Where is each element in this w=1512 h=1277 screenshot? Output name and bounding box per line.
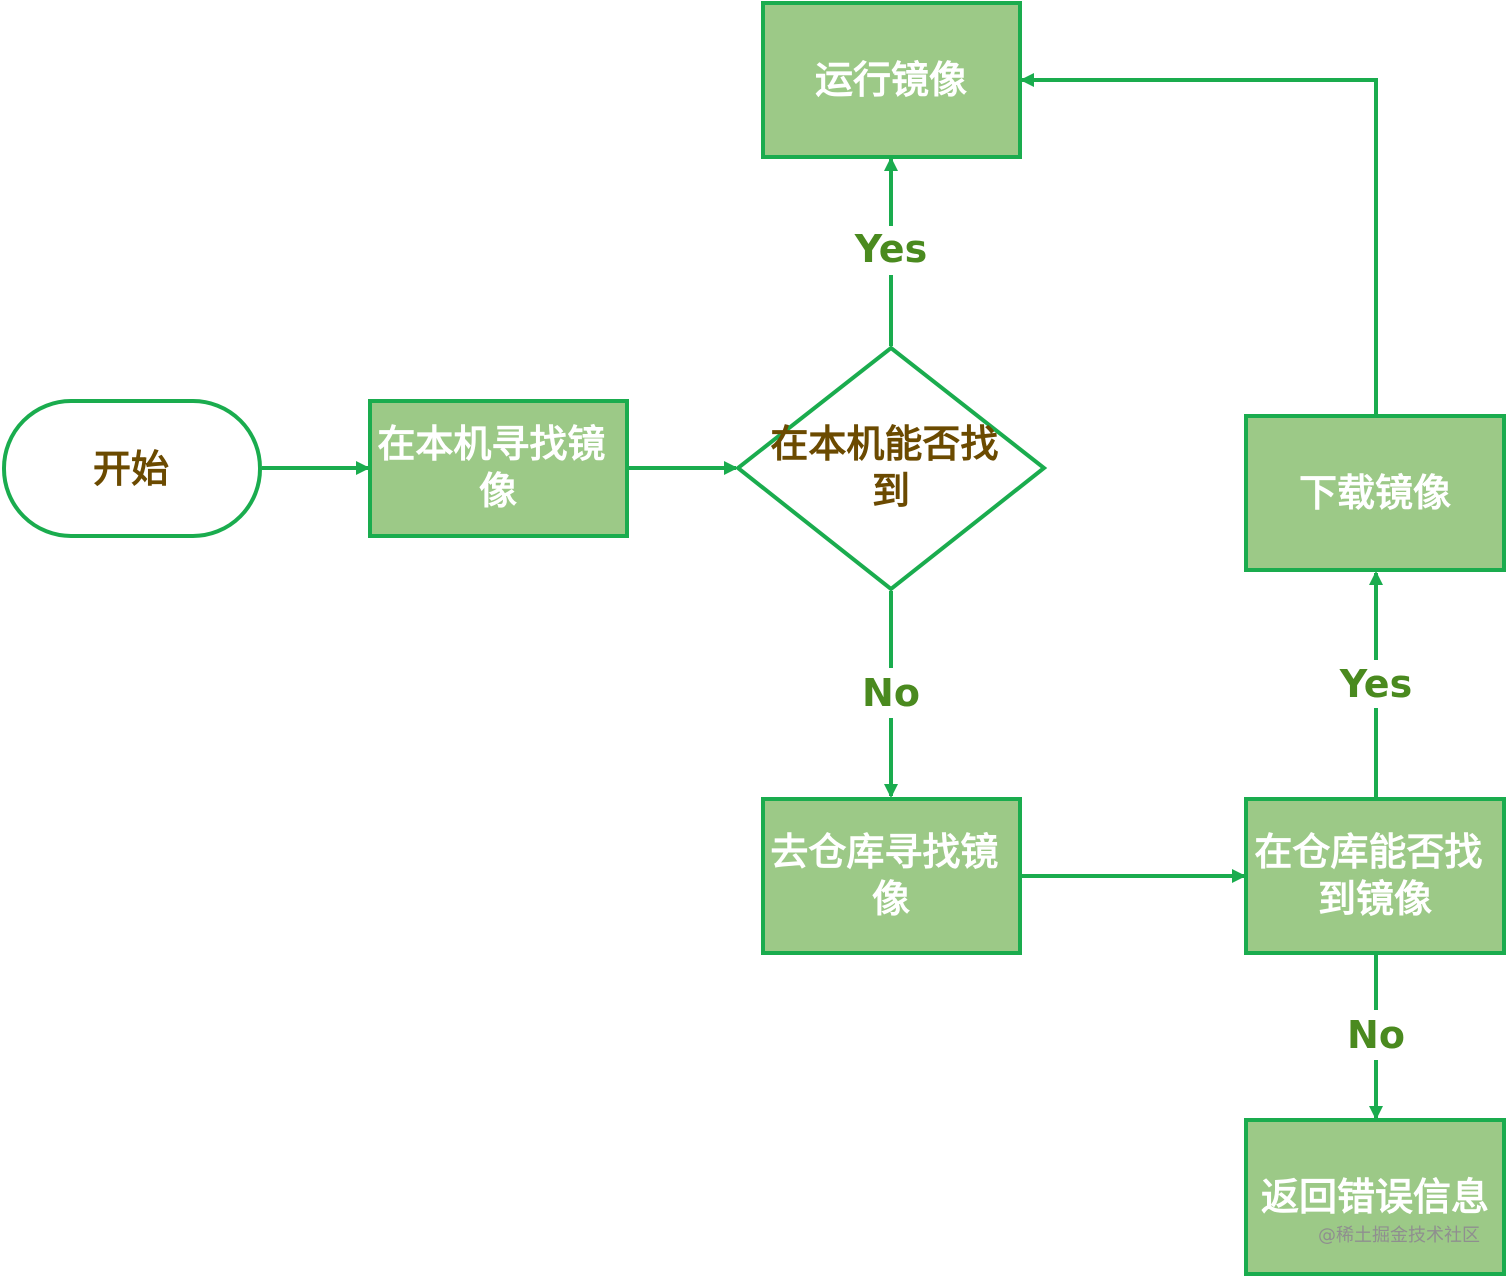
start-node: 开始 xyxy=(2,399,262,538)
edge-label-repo-yes: Yes xyxy=(1339,662,1412,706)
found-local-decision-line-2: 到 xyxy=(872,469,910,513)
found-repo-node-label: 在仓库能否找 到镜像 xyxy=(1254,830,1495,921)
run-image-node-shape xyxy=(761,1,1022,159)
search-local-node-label: 在本机寻找镜 像 xyxy=(377,422,618,513)
start-node-shape xyxy=(2,399,262,538)
download-node-label: 下载镜像 xyxy=(1299,471,1451,515)
error-node-label: 返回错误信息 xyxy=(1261,1175,1489,1219)
search-local-node-shape xyxy=(368,399,629,538)
run-image-node: 运行镜像 xyxy=(761,1,1022,159)
edge-download-to-run xyxy=(1020,73,1378,414)
search-local-node: 在本机寻找镜 像 xyxy=(368,399,629,538)
found-local-decision-line-1: 在本机能否找 xyxy=(770,422,998,466)
search-local-node-line-2: 像 xyxy=(479,469,517,513)
search-repo-node-shape xyxy=(761,797,1022,955)
search-local-node-line-1: 在本机寻找镜 xyxy=(377,422,605,466)
error-node-shape xyxy=(1244,1118,1506,1276)
run-image-node-label: 运行镜像 xyxy=(815,58,967,102)
download-node-shape xyxy=(1244,414,1506,572)
found-local-decision-shape xyxy=(734,345,1048,592)
error-node: 返回错误信息 xyxy=(1244,1118,1506,1276)
edge-label-local-yes: Yes xyxy=(854,227,927,271)
found-repo-node-shape xyxy=(1244,797,1506,955)
watermark: @稀土掘金技术社区 xyxy=(1318,1225,1480,1246)
found-repo-node: 在仓库能否找 到镜像 xyxy=(1244,797,1506,955)
found-local-decision-label: 在本机能否找 到 xyxy=(770,422,1011,513)
search-repo-node-line-1: 去仓库寻找镜 xyxy=(770,830,998,874)
edge-label-local-no: No xyxy=(862,671,920,715)
connectors xyxy=(262,73,1383,1120)
found-local-decision: 在本机能否找 到 xyxy=(734,345,1048,592)
found-repo-node-line-1: 在仓库能否找 xyxy=(1254,830,1482,874)
found-repo-node-line-2: 到镜像 xyxy=(1318,877,1432,921)
search-repo-node-line-2: 像 xyxy=(872,877,910,921)
edge-label-repo-no: No xyxy=(1347,1013,1405,1057)
start-node-label: 开始 xyxy=(93,447,169,491)
download-node: 下载镜像 xyxy=(1244,414,1506,572)
search-repo-node-label: 去仓库寻找镜 像 xyxy=(770,830,1011,921)
search-repo-node: 去仓库寻找镜 像 xyxy=(761,797,1022,955)
